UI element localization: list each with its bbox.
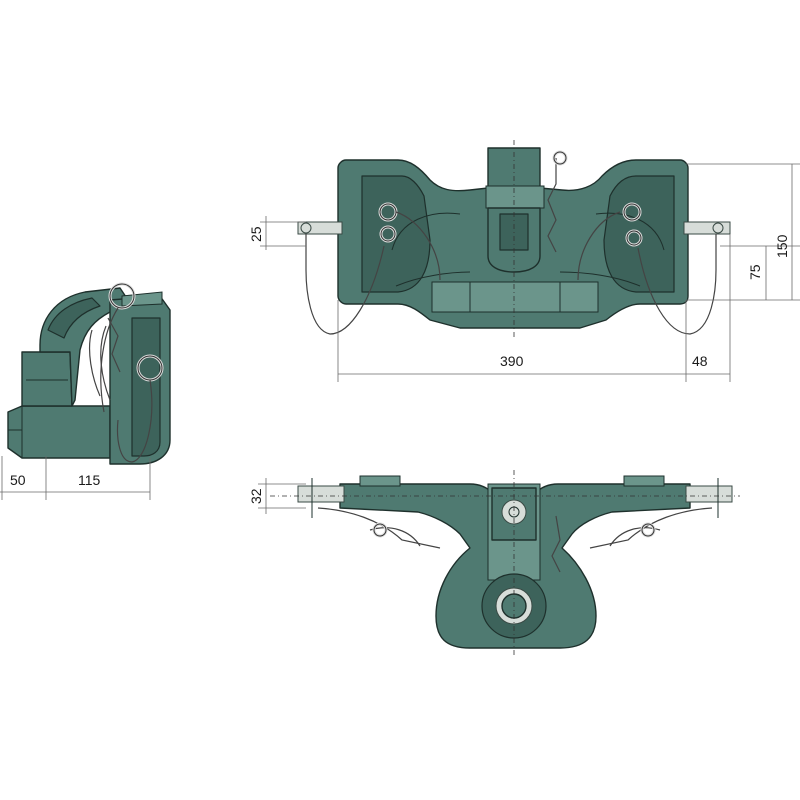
dim-48: 48 [692, 353, 708, 369]
dim-32: 32 [248, 488, 264, 504]
dim-390: 390 [500, 353, 524, 369]
front-view: 32 [248, 470, 740, 656]
top-view: 25 150 75 390 48 [248, 140, 800, 382]
dim-115: 115 [78, 472, 101, 488]
dim-75: 75 [747, 264, 763, 280]
side-view: 50 115 [0, 282, 171, 500]
dim-25: 25 [248, 226, 264, 242]
dim-50: 50 [10, 472, 26, 488]
dim-150: 150 [774, 234, 790, 258]
